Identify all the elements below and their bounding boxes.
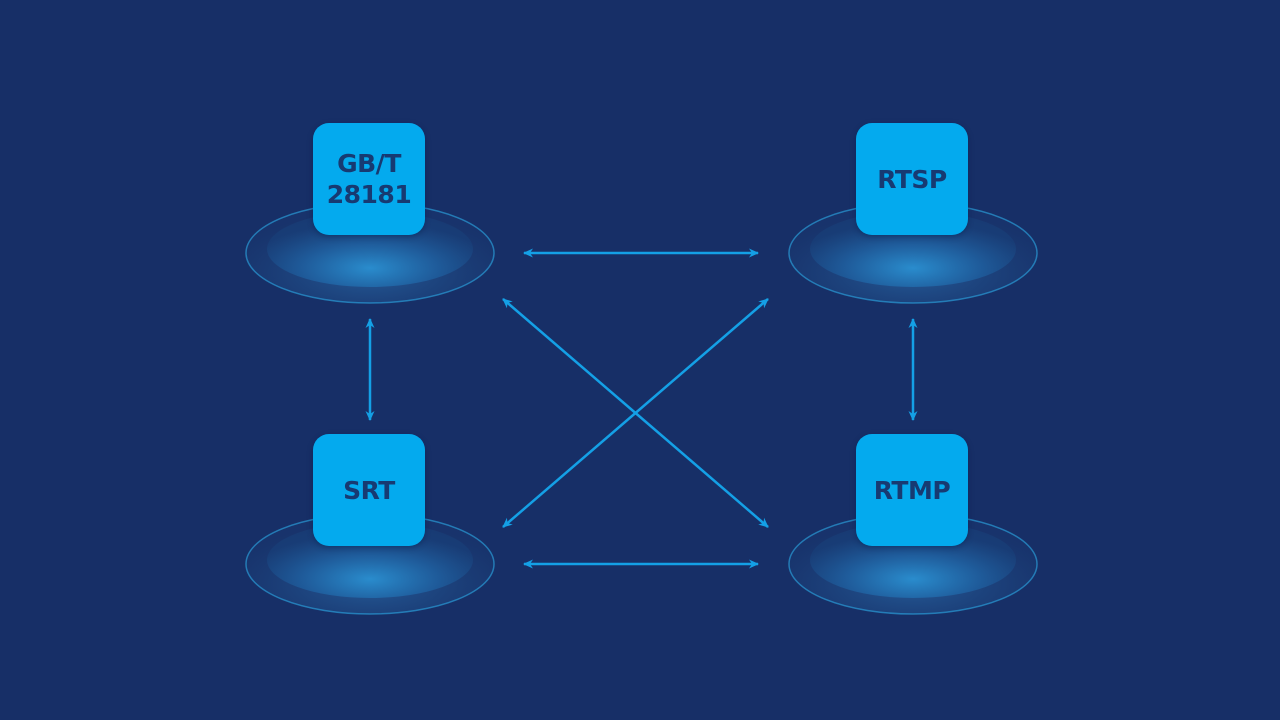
node-label-srt: SRT (343, 475, 395, 505)
node-rtsp: RTSP (856, 123, 968, 235)
node-label-rtmp: RTMP (873, 475, 951, 505)
node-rtmp: RTMP (856, 434, 968, 546)
node-gb-t-28181: GB/T 28181 (313, 123, 425, 235)
node-label-gb-t-28181: GB/T 28181 (326, 149, 412, 209)
pedestal-rtsp (788, 202, 1038, 304)
arrow-rtsp-srt (502, 298, 769, 528)
node-label-rtsp: RTSP (877, 164, 947, 194)
node-srt: SRT (313, 434, 425, 546)
